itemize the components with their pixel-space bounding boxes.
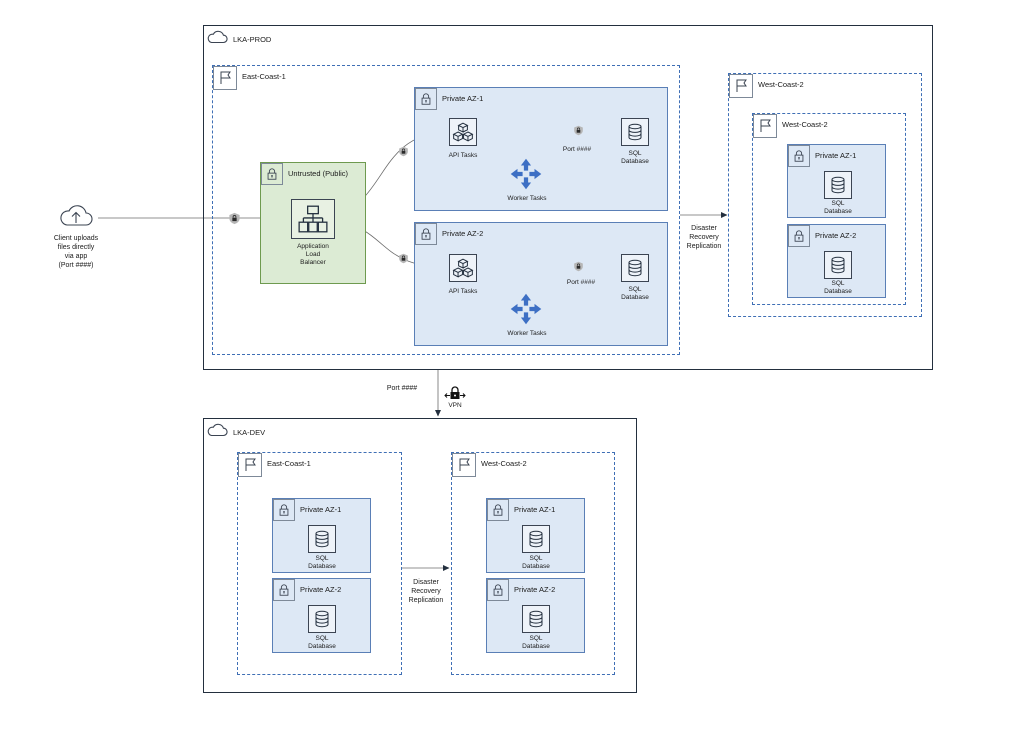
flag-icon	[217, 70, 233, 86]
sql-database-icon	[308, 525, 336, 553]
vpn-lock-icon	[444, 386, 466, 399]
lock-icon	[277, 583, 291, 597]
lock-icon	[265, 167, 279, 181]
account-lka-prod: LKA-PROD	[203, 25, 933, 370]
account-lka-dev: LKA-DEV	[203, 418, 637, 693]
client-label: Client uploads files directly via app (P…	[53, 235, 99, 269]
api-tasks-icon	[449, 254, 477, 282]
sql-database-icon	[824, 171, 852, 199]
lock-icon	[491, 583, 505, 597]
subnet-title: Private AZ-1	[442, 94, 484, 103]
cloud-icon	[206, 422, 228, 438]
account-title: LKA-PROD	[233, 35, 272, 44]
flag-icon	[242, 457, 258, 473]
region-title: East-Coast-1	[242, 72, 286, 81]
flag-icon	[456, 457, 472, 473]
cloud-icon	[206, 29, 228, 45]
lock-icon	[792, 229, 806, 243]
shield-lock-icon	[573, 261, 584, 272]
lock-icon	[419, 227, 433, 241]
api-tasks-label: API Tasks	[448, 152, 478, 159]
region-title: West-Coast-2	[758, 80, 804, 89]
vpn-label: VPN	[448, 402, 462, 409]
region-title: West-Coast-2	[481, 459, 527, 468]
region-prod-east-coast-1: East-Coast-1	[212, 65, 680, 355]
region-title: West-Coast-2	[782, 120, 828, 129]
port-label: Port ####	[566, 279, 596, 286]
worker-tasks-label: Worker Tasks	[507, 195, 547, 202]
api-tasks-label: API Tasks	[448, 288, 478, 295]
region-prod-west-coast-2-inner: West-Coast-2	[752, 113, 906, 305]
subnet-title: Private AZ-2	[815, 231, 857, 240]
subnet-title: Private AZ-1	[514, 505, 556, 514]
region-dev-east-coast-1: East-Coast-1	[237, 452, 402, 675]
lock-icon	[491, 503, 505, 517]
subnet-title: Private AZ-2	[300, 585, 342, 594]
shield-lock-icon	[228, 212, 241, 225]
shield-lock-icon	[398, 253, 409, 264]
port-label: Port ####	[562, 146, 592, 153]
region-title: East-Coast-1	[267, 459, 311, 468]
worker-tasks-icon	[509, 157, 543, 191]
subnet-title: Private AZ-1	[300, 505, 342, 514]
api-tasks-icon	[449, 118, 477, 146]
account-title: LKA-DEV	[233, 428, 266, 437]
worker-tasks-icon	[509, 292, 543, 326]
subnet-title: Private AZ-2	[514, 585, 556, 594]
subnet-untrusted-public: Untrusted (Public) Application Load Bala…	[260, 162, 366, 284]
flag-icon	[757, 118, 773, 134]
subnet-title: Private AZ-1	[815, 151, 857, 160]
sql-database-icon	[522, 525, 550, 553]
sql-database-icon	[621, 118, 649, 146]
lock-icon	[419, 92, 433, 106]
flag-icon	[733, 78, 749, 94]
port-link-label: Port ####	[386, 385, 418, 392]
cloud-upload-icon	[60, 205, 93, 226]
region-dev-west-coast-2: West-Coast-2	[451, 452, 615, 675]
sql-database-icon	[824, 251, 852, 279]
load-balancer-icon	[291, 199, 335, 239]
client: Client uploads files directly via app (P…	[40, 202, 112, 272]
region-prod-west-coast-2: West-Coast-2	[728, 73, 922, 317]
lock-icon	[792, 149, 806, 163]
subnet-title: Untrusted (Public)	[288, 169, 349, 178]
sql-database-icon	[621, 254, 649, 282]
lock-icon	[277, 503, 291, 517]
sql-database-icon	[522, 605, 550, 633]
subnet-title: Private AZ-2	[442, 229, 484, 238]
worker-tasks-label: Worker Tasks	[507, 330, 547, 337]
alb-label: Application Load Balancer	[297, 243, 329, 266]
shield-lock-icon	[398, 146, 409, 157]
sql-database-icon	[308, 605, 336, 633]
shield-lock-icon	[573, 125, 584, 136]
